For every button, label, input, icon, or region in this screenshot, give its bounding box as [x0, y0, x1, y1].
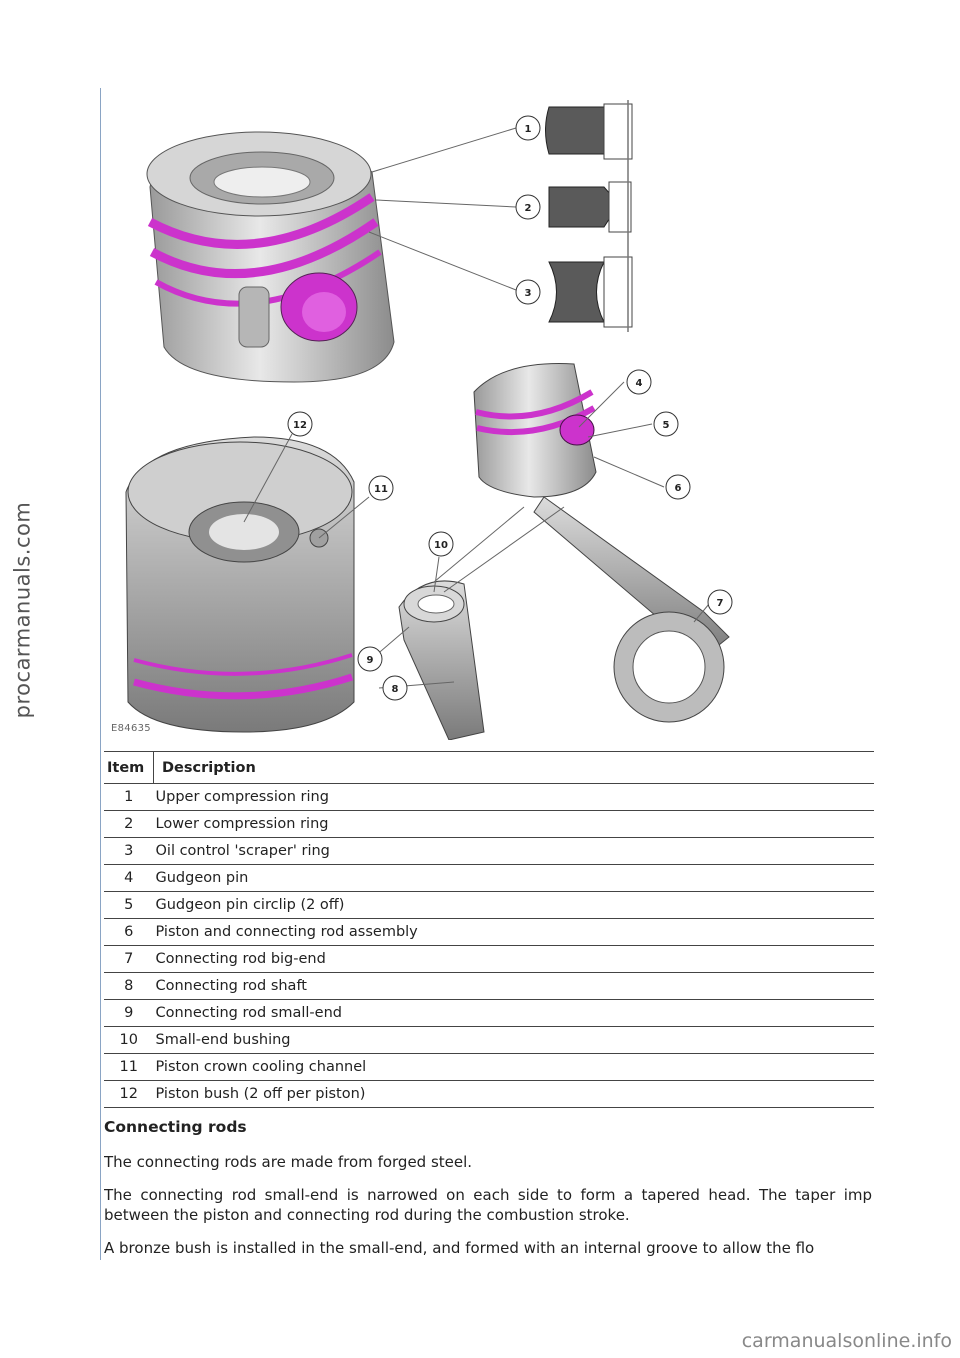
row-description: Piston and connecting rod assembly: [153, 918, 874, 946]
callout-labels: 1 2 3 4 5 6 7 8 9 10 11 12: [287, 115, 733, 701]
row-item-number: 7: [104, 945, 154, 973]
piston-assembly-illustration: 1 2 3 4 5 6 7 8 9 10 11 12: [125, 100, 733, 740]
row-item-number: 8: [104, 972, 154, 1000]
callout-9: 9: [367, 655, 374, 666]
connecting-rod-detail: [398, 580, 485, 740]
piston-top-view: [146, 131, 395, 383]
callout-3: 3: [525, 288, 532, 299]
row-description: Piston crown cooling channel: [153, 1053, 874, 1081]
row-description: Connecting rod shaft: [153, 972, 874, 1000]
row-description: Lower compression ring: [153, 810, 874, 838]
footer-watermark: carmanualsonline.info: [741, 1330, 952, 1352]
row-item-number: 6: [104, 918, 154, 946]
leader-lines: [243, 127, 710, 689]
row-item-number: 9: [104, 999, 154, 1027]
row-description: Connecting rod big-end: [153, 945, 874, 973]
header-description: Description: [153, 751, 874, 784]
row-description: Upper compression ring: [153, 783, 874, 811]
row-description: Small-end bushing: [153, 1026, 874, 1054]
callout-4: 4: [636, 378, 643, 389]
callout-2: 2: [525, 203, 532, 214]
callout-8: 8: [392, 684, 399, 695]
piston-rod-assembly: [473, 363, 730, 723]
row-description: Connecting rod small-end: [153, 999, 874, 1027]
paragraph-1: The connecting rods are made from forged…: [104, 1153, 473, 1171]
callout-10: 10: [434, 540, 448, 551]
row-item-number: 5: [104, 891, 154, 919]
side-watermark: procarmanuals.com: [2, 420, 42, 800]
left-margin-rule: [100, 88, 101, 1260]
header-item: Item: [104, 751, 154, 784]
paragraph-2: The connecting rod small-end is narrowed…: [104, 1185, 872, 1225]
row-item-number: 12: [104, 1080, 154, 1108]
paragraph-2-line-2: between the piston and connecting rod du…: [104, 1206, 630, 1224]
figure-code: E84635: [111, 723, 151, 734]
table-header-row: Item Description: [104, 751, 874, 784]
row-item-number: 11: [104, 1053, 154, 1081]
row-item-number: 10: [104, 1026, 154, 1054]
callout-11: 11: [374, 484, 388, 495]
ring-sections: [545, 100, 633, 332]
row-description: Gudgeon pin circlip (2 off): [153, 891, 874, 919]
row-description: Piston bush (2 off per piston): [153, 1080, 874, 1108]
paragraph-3: A bronze bush is installed in the small-…: [104, 1239, 815, 1257]
callout-1: 1: [525, 124, 532, 135]
callout-5: 5: [663, 420, 670, 431]
callout-12: 12: [293, 420, 307, 431]
row-item-number: 4: [104, 864, 154, 892]
row-item-number: 1: [104, 783, 154, 811]
row-item-number: 3: [104, 837, 154, 865]
piston-underside-view: [125, 436, 355, 733]
section-heading: Connecting rods: [104, 1118, 247, 1136]
side-watermark-text: procarmanuals.com: [10, 501, 34, 719]
row-description: Oil control 'scraper' ring: [153, 837, 874, 865]
paragraph-2-line-1: The connecting rod small-end is narrowed…: [104, 1186, 872, 1204]
callout-7: 7: [717, 598, 724, 609]
row-item-number: 2: [104, 810, 154, 838]
callout-6: 6: [675, 483, 682, 494]
row-description: Gudgeon pin: [153, 864, 874, 892]
